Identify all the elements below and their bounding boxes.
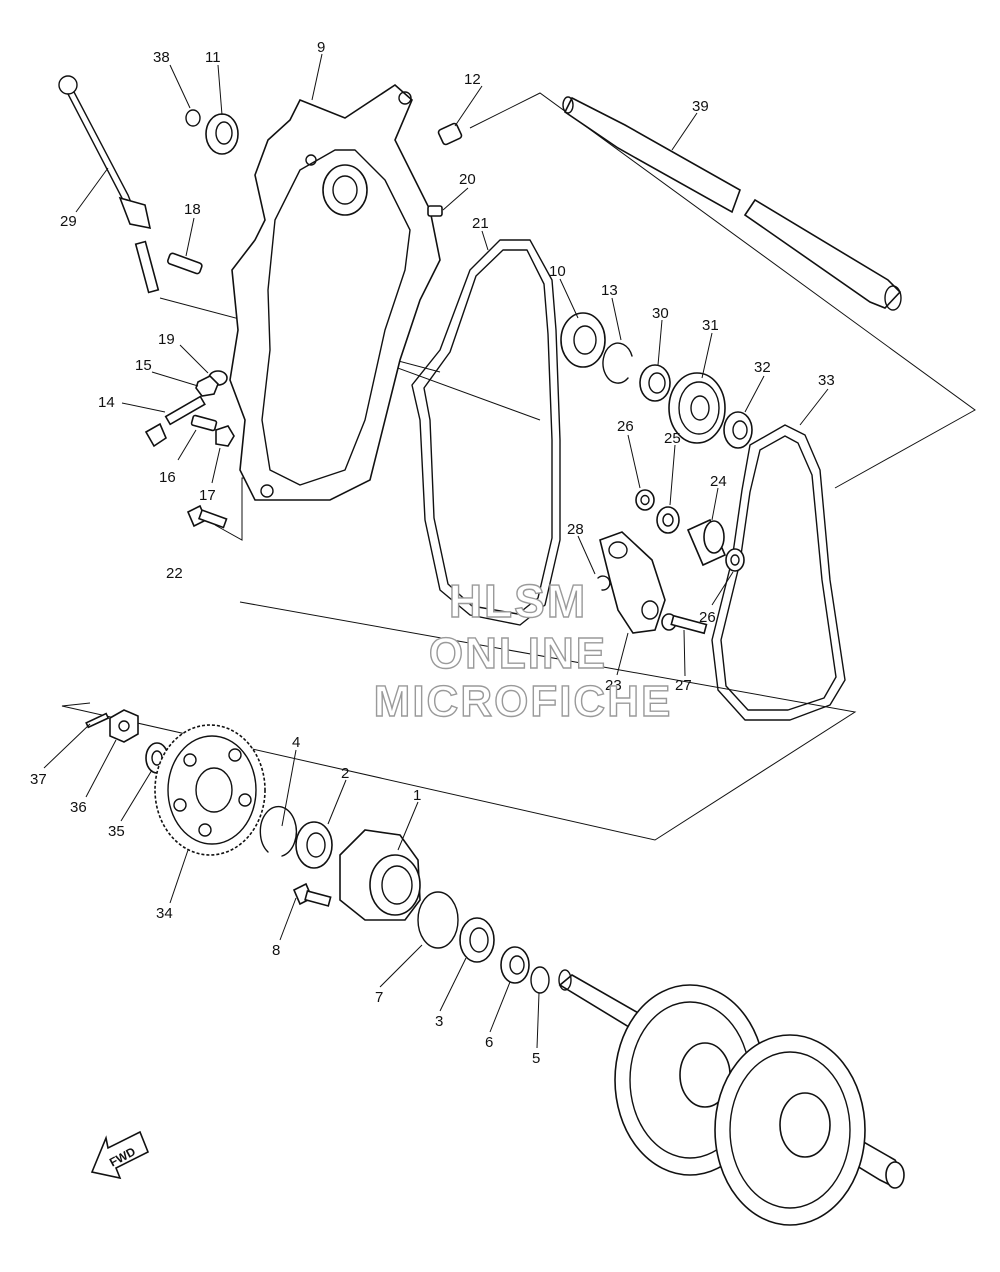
callout-leaders [43, 53, 829, 1049]
part-12-plug [437, 122, 463, 146]
callout-26-lower: 26 [699, 609, 716, 626]
callout-14: 14 [98, 394, 115, 411]
callout-26-upper: 26 [617, 418, 634, 435]
part-11-oil-seal [205, 113, 239, 155]
callout-3: 3 [435, 1013, 443, 1030]
callout-13: 13 [601, 282, 618, 299]
part-8-bolt [292, 882, 332, 907]
callout-12: 12 [464, 71, 481, 88]
callout-38: 38 [153, 49, 170, 66]
part-26-washer-lower [725, 548, 745, 572]
part-36-nut [109, 709, 139, 743]
part-37-cotter-pin [85, 712, 110, 729]
callout-21: 21 [472, 215, 489, 232]
callout-11: 11 [205, 49, 221, 66]
callout-39: 39 [692, 98, 709, 115]
part-33-chain [711, 424, 846, 721]
part-38-o-ring [185, 109, 201, 127]
callout-19: 19 [158, 331, 175, 348]
part-15-nut [195, 375, 219, 397]
watermark-line-3: MICROFICHE [374, 677, 673, 726]
part-30-collar [639, 364, 671, 402]
part-29-dipstick [58, 75, 160, 294]
part-20-pin [427, 205, 443, 217]
callout-23: 23 [605, 677, 622, 694]
part-1-bearing-housing [339, 829, 421, 921]
callout-30: 30 [652, 305, 669, 322]
drive-axle-assembly [558, 969, 905, 1226]
callout-31: 31 [702, 317, 719, 334]
callout-36: 36 [70, 799, 87, 816]
callout-9: 9 [317, 39, 325, 56]
callout-1: 1 [413, 787, 421, 804]
callout-4: 4 [292, 734, 300, 751]
reference-box-upper [469, 92, 976, 489]
callout-24: 24 [710, 473, 727, 490]
callout-6: 6 [485, 1034, 493, 1051]
watermark-line-1: HLSM [449, 575, 587, 627]
part-3-seal [459, 917, 495, 963]
part-25-bearing [656, 506, 680, 534]
callout-33: 33 [818, 372, 835, 389]
part-26-washer-upper [635, 489, 655, 511]
callout-34: 34 [156, 905, 173, 922]
callout-20: 20 [459, 171, 476, 188]
callout-15: 15 [135, 357, 152, 374]
part-22-bolt [186, 504, 228, 529]
part-10-bearing [560, 312, 606, 368]
part-24-roller [686, 518, 727, 567]
part-4-circlip [259, 805, 298, 857]
callout-8: 8 [272, 942, 280, 959]
part-17-nut [215, 425, 235, 447]
callout-18: 18 [184, 201, 201, 218]
callout-29: 29 [60, 213, 77, 230]
part-34-sprocket [154, 724, 266, 856]
part-39-shaft [562, 96, 902, 311]
part-13-circlip [602, 342, 633, 384]
callout-17: 17 [199, 487, 216, 504]
callout-37: 37 [30, 771, 47, 788]
callout-2: 2 [341, 765, 349, 782]
callout-35: 35 [108, 823, 125, 840]
part-28-clip [597, 575, 611, 591]
part-6-collar [500, 946, 530, 984]
callout-16: 16 [159, 469, 176, 486]
part-31-sprocket [668, 372, 726, 444]
part-9-chain-case [229, 83, 441, 501]
watermark-line-2: ONLINE [429, 629, 607, 678]
watermark: HLSM ONLINE MICROFICHE [373, 574, 673, 726]
reference-box-lower [61, 601, 857, 841]
part-7-o-ring [417, 891, 459, 949]
callout-7: 7 [375, 989, 383, 1006]
part-23-tensioner-arm [599, 531, 666, 634]
part-32-collar [723, 411, 753, 449]
part-18-stud [167, 252, 203, 275]
callout-5: 5 [532, 1050, 540, 1067]
part-5-o-ring [530, 966, 550, 994]
callout-32: 32 [754, 359, 771, 376]
callout-25: 25 [664, 430, 681, 447]
callout-10: 10 [549, 263, 566, 280]
part-16-bolt [190, 414, 218, 432]
fwd-arrow-icon: FWD [90, 1130, 150, 1180]
callout-labels: 38 11 9 12 39 29 18 20 21 10 13 30 31 32… [30, 39, 835, 1067]
part-2-bearing [295, 821, 333, 869]
part-14-bolt [144, 395, 206, 448]
callout-27: 27 [675, 677, 692, 694]
callout-28: 28 [567, 521, 584, 538]
reference-line-bolt [214, 477, 250, 541]
part-21-gasket [411, 239, 561, 626]
callout-22: 22 [166, 565, 183, 582]
part-27-bolt [661, 613, 708, 635]
